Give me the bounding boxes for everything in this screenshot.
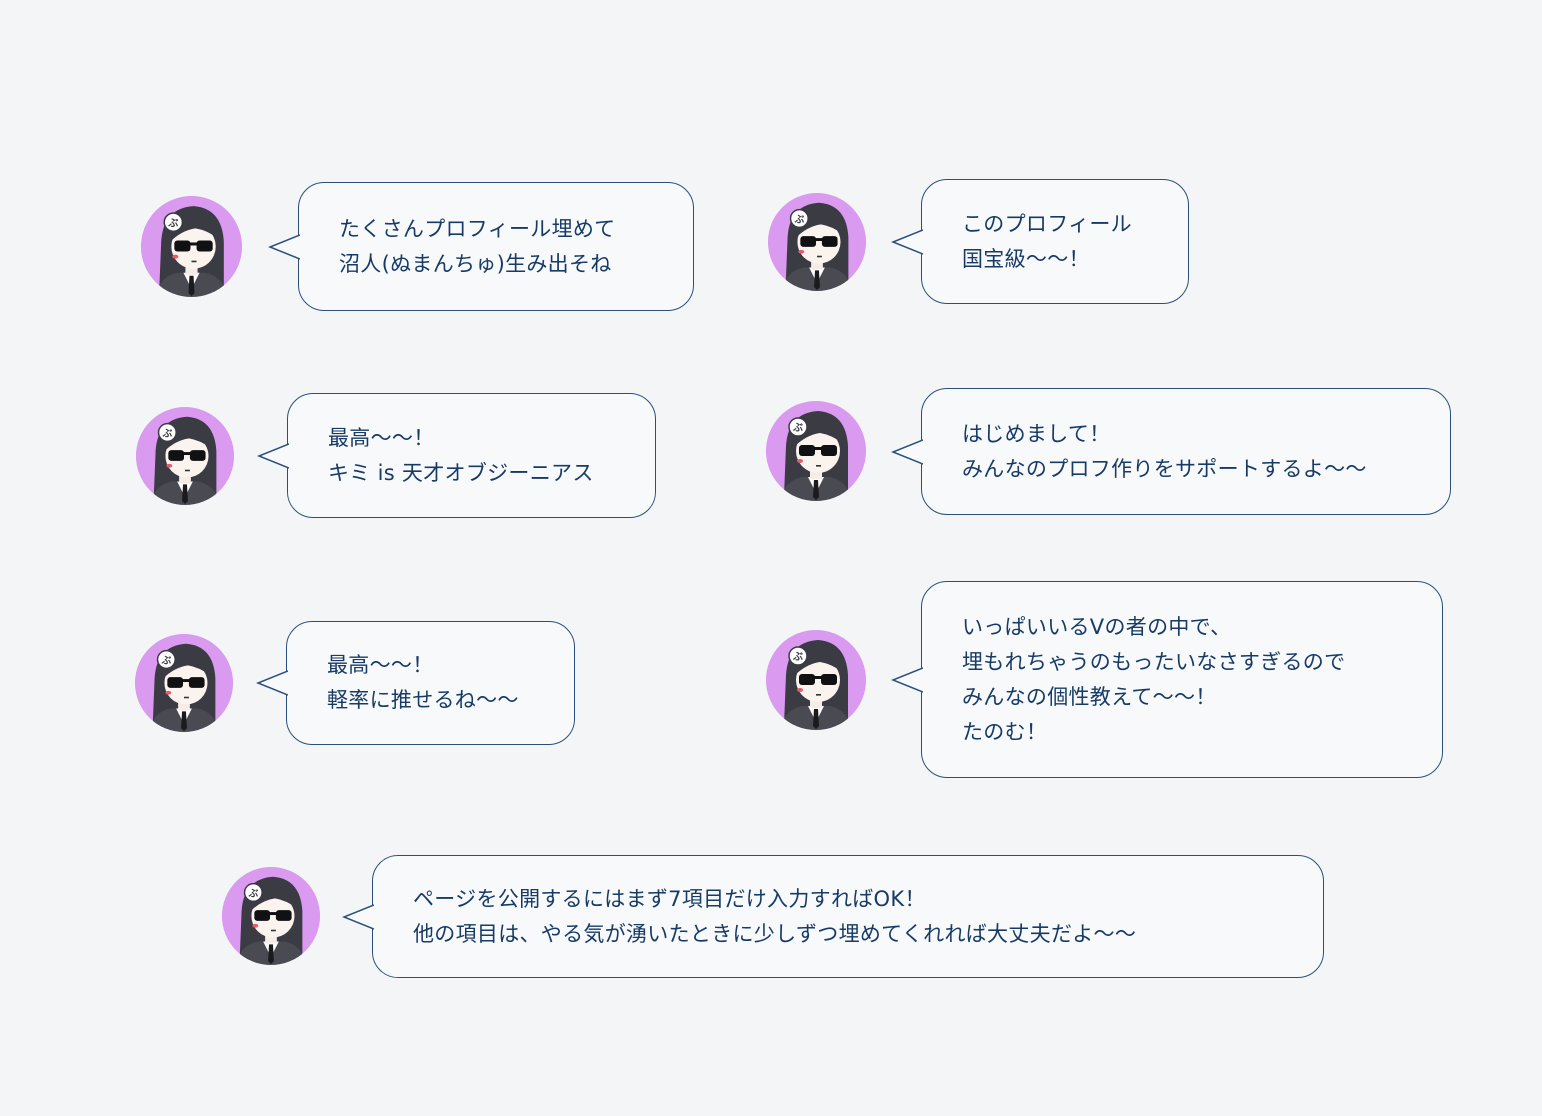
svg-text:ぶ: ぶ (793, 213, 804, 225)
speech-bubble: はじめまして！ みんなのプロフ作りをサポートするよ〜〜 (891, 388, 1451, 515)
bubble-text-line: 他の項目は、やる気が湧いたときに少しずつ埋めてくれれば大丈夫だよ〜〜 (413, 921, 1137, 946)
girl-with-sunglasses-avatar-icon: ぶ (766, 630, 866, 730)
bubble-text-line: たくさんプロフィール埋めて (339, 216, 616, 241)
bubble-text-line: 最高〜〜！ (328, 425, 435, 450)
svg-text:ぶ: ぶ (792, 422, 803, 434)
girl-with-sunglasses-avatar-icon: ぶ (222, 867, 320, 965)
svg-text:ぶ: ぶ (161, 427, 172, 439)
speech-bubble: いっぱいいるVの者の中で、 埋もれちゃうのもったいなさすぎるので みんなの個性教… (891, 581, 1443, 778)
bubble-text-line: はじめまして！ (962, 421, 1111, 446)
bubble-tail (891, 228, 923, 255)
avatar: ぶ (766, 401, 866, 501)
avatar: ぶ (222, 867, 320, 965)
bubble-tail (257, 442, 289, 469)
svg-text:ぶ: ぶ (167, 217, 178, 229)
svg-text:ぶ: ぶ (792, 651, 803, 663)
bubble-text-line: たのむ！ (962, 719, 1048, 744)
speech-bubble: このプロフィール 国宝級〜〜！ (891, 179, 1189, 304)
bubble-text-line: いっぱいいるVの者の中で、 (962, 614, 1232, 639)
avatar: ぶ (768, 193, 866, 291)
bubble-text-line: 埋もれちゃうのもったいなさすぎるので (962, 649, 1346, 674)
girl-with-sunglasses-avatar-icon: ぶ (136, 407, 234, 505)
girl-with-sunglasses-avatar-icon: ぶ (768, 193, 866, 291)
speech-bubble: 最高〜〜！ キミ is 天才オブジーニアス (257, 393, 656, 518)
avatar: ぶ (136, 407, 234, 505)
girl-with-sunglasses-avatar-icon: ぶ (766, 401, 866, 501)
bubble-tail (891, 666, 923, 693)
bubble-text-line: 軽率に推せるね〜〜 (327, 688, 519, 712)
girl-with-sunglasses-avatar-icon: ぶ (141, 196, 242, 297)
svg-text:ぶ: ぶ (160, 654, 171, 666)
bubble-tail (891, 438, 923, 465)
speech-bubble: たくさんプロフィール埋めて 沼人(ぬまんちゅ)生み出そね (268, 182, 694, 311)
bubble-text-line: みんなの個性教えて〜〜！ (962, 684, 1217, 709)
bubble-tail (256, 670, 288, 696)
bubble-tail (342, 903, 374, 930)
speech-bubble: 最高〜〜！ 軽率に推せるね〜〜 (256, 621, 575, 745)
avatar: ぶ (141, 196, 242, 297)
bubble-text-line: 国宝級〜〜！ (962, 246, 1090, 271)
bubble-text-line: みんなのプロフ作りをサポートするよ〜〜 (962, 456, 1367, 481)
bubble-text-line: 最高〜〜！ (327, 653, 434, 677)
avatar: ぶ (135, 634, 233, 732)
svg-text:ぶ: ぶ (247, 887, 258, 899)
bubble-text-line: このプロフィール (962, 211, 1132, 236)
speech-bubble: ページを公開するにはまず7項目だけ入力すればOK！ 他の項目は、やる気が湧いたと… (342, 855, 1324, 978)
avatar: ぶ (766, 630, 866, 730)
girl-with-sunglasses-avatar-icon: ぶ (135, 634, 233, 732)
bubble-text-line: 沼人(ぬまんちゅ)生み出そね (339, 251, 612, 276)
bubble-text-line: ページを公開するにはまず7項目だけ入力すればOK！ (413, 886, 926, 911)
bubble-text-line: キミ is 天才オブジーニアス (328, 460, 594, 485)
bubble-tail (268, 233, 300, 260)
